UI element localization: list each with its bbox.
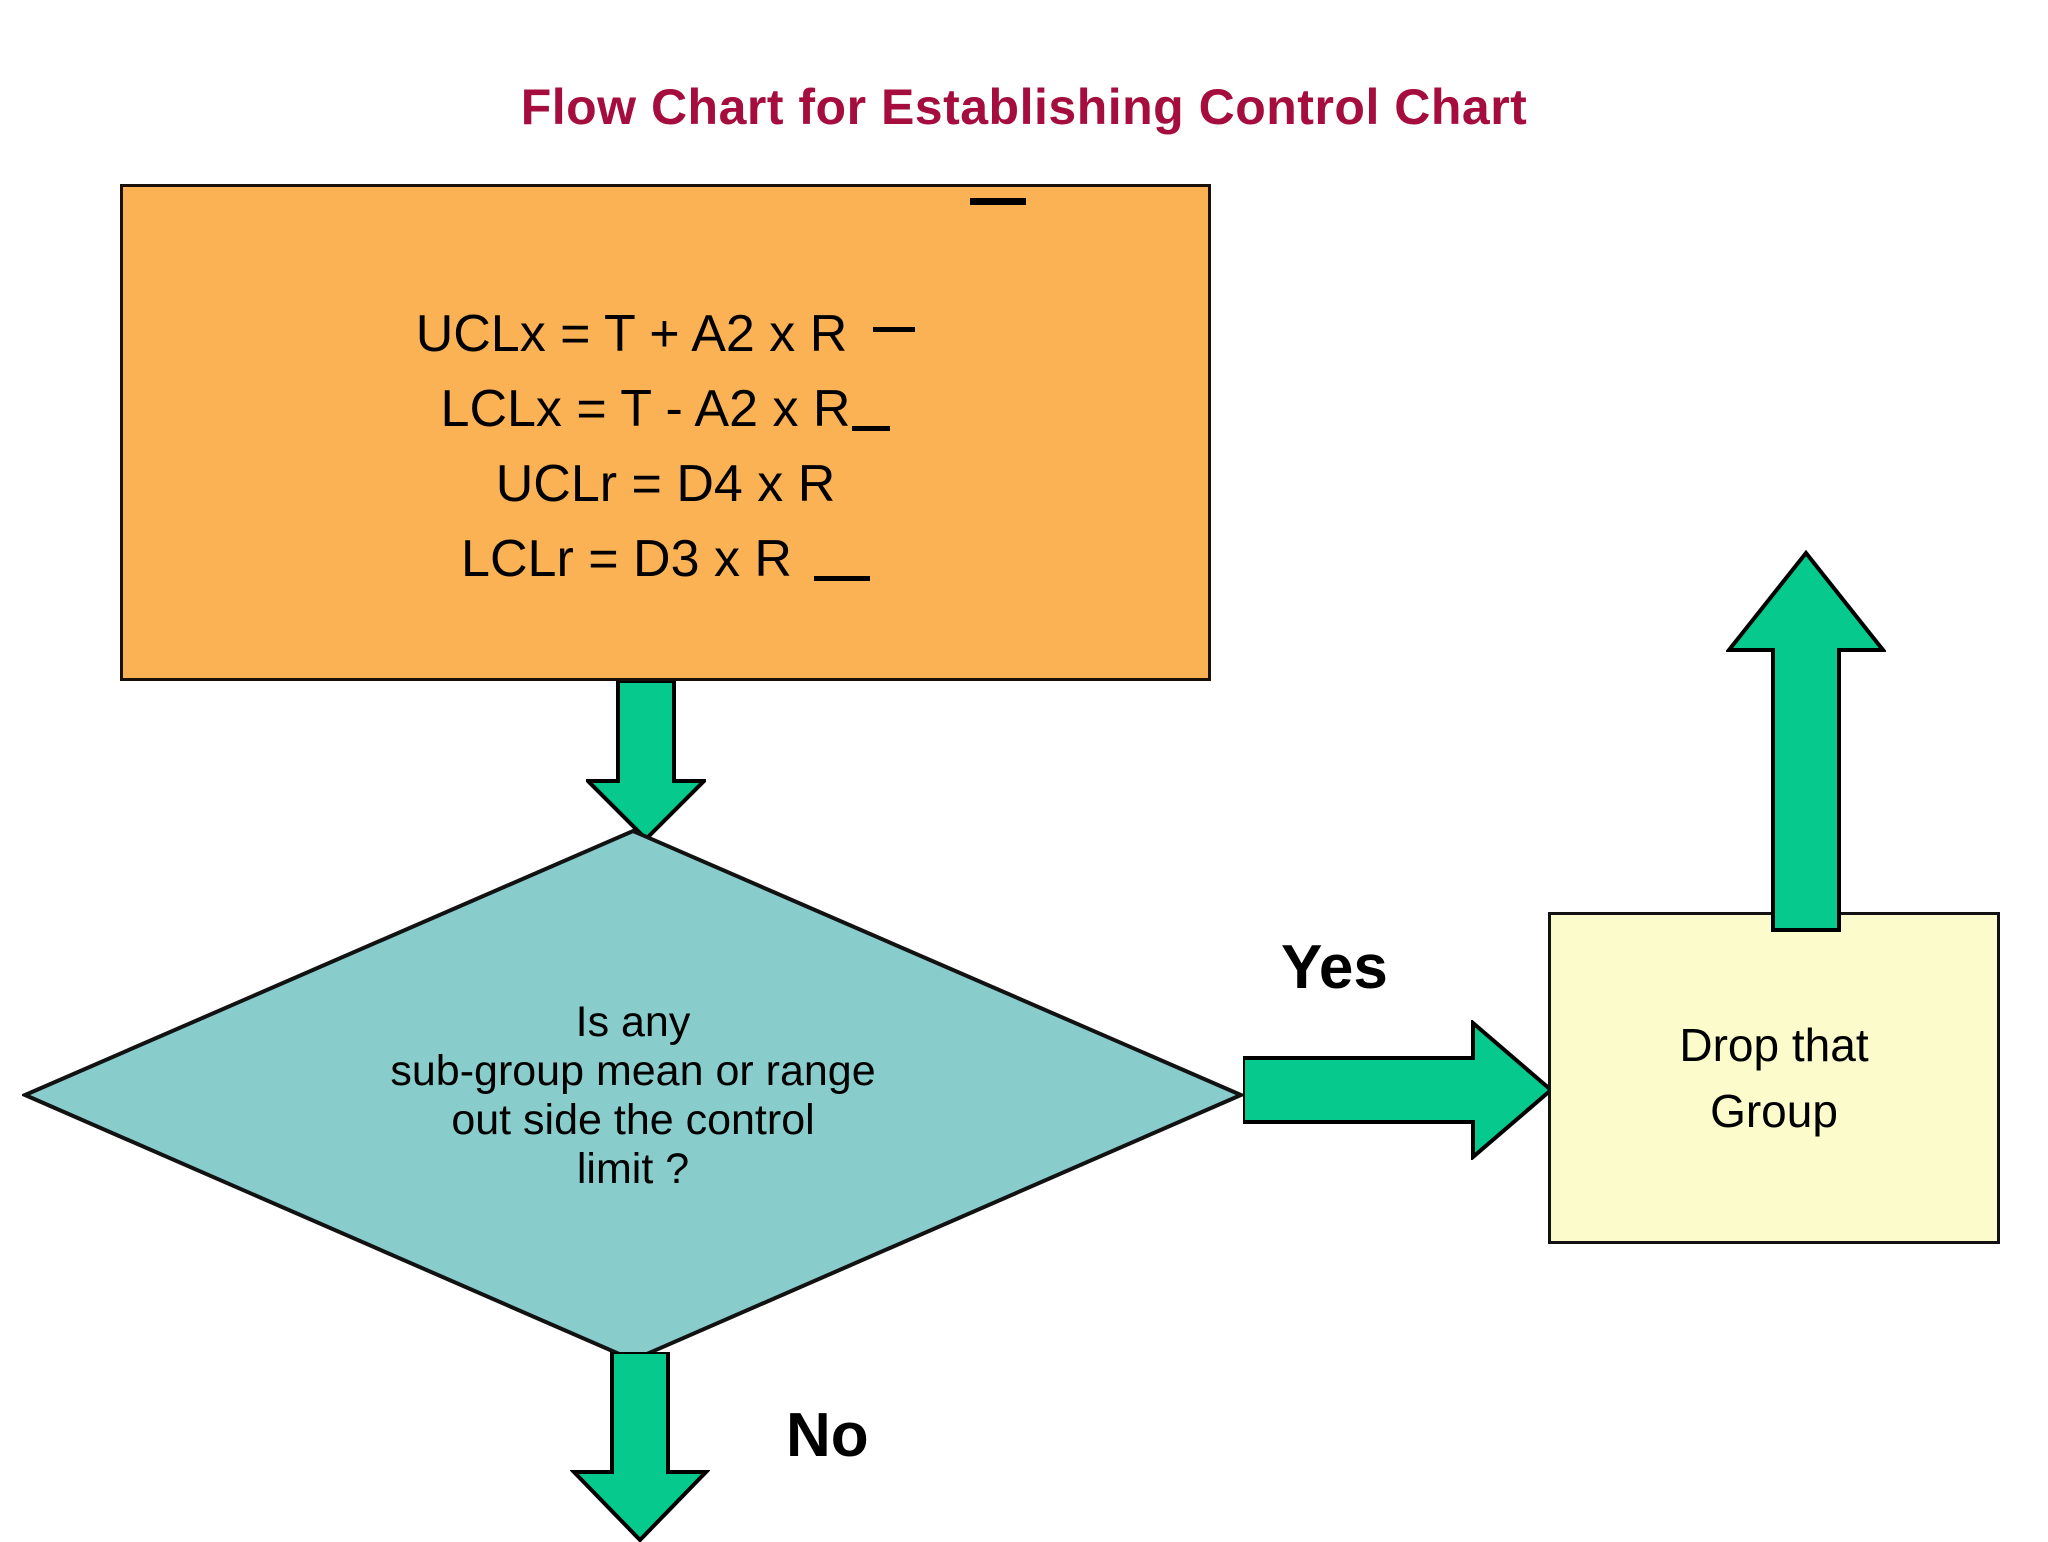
arrow-down-decision-no bbox=[570, 1352, 710, 1542]
process-line-2: Group bbox=[1710, 1085, 1838, 1137]
decision-line-2: sub-group mean or range bbox=[390, 1047, 876, 1095]
formula-line-uclr: UCLr = D4 x R bbox=[123, 447, 1208, 522]
formula-text-lclx: LCLx = T - A2 x R bbox=[440, 380, 851, 438]
arrow-right-decision-to-drop bbox=[1243, 1020, 1553, 1160]
formula-lines: UCLx = T + A2 x R LCLx = T - A2 x R UCLr… bbox=[123, 297, 1208, 597]
arrow-down-formula-to-decision bbox=[586, 681, 706, 841]
formula-line-lclr: LCLr = D3 x R bbox=[123, 522, 1208, 597]
overbar-icon bbox=[873, 326, 916, 332]
decision-line-3: out side the control bbox=[451, 1096, 815, 1144]
overbar-icon bbox=[852, 425, 891, 431]
branch-label-no: No bbox=[786, 1401, 869, 1470]
process-box-drop-group: Drop that Group bbox=[1548, 912, 2000, 1244]
decision-line-1: Is any bbox=[575, 998, 691, 1046]
formula-text-uclx: UCLx = T + A2 x R bbox=[415, 305, 848, 363]
overbar-icon bbox=[970, 198, 1026, 205]
process-line-1: Drop that bbox=[1679, 1019, 1869, 1071]
decision-line-4: limit ? bbox=[576, 1145, 690, 1193]
decision-diamond: Is any sub-group mean or range out side … bbox=[22, 828, 1244, 1363]
arrow-up-drop-to-top bbox=[1726, 550, 1886, 932]
formula-line-lclx: LCLx = T - A2 x R bbox=[123, 372, 1208, 447]
formula-box: UCLx = T + A2 x R LCLx = T - A2 x R UCLr… bbox=[120, 184, 1211, 681]
page-title: Flow Chart for Establishing Control Char… bbox=[520, 79, 1528, 135]
formula-line-uclx: UCLx = T + A2 x R bbox=[123, 297, 1208, 372]
overbar-icon bbox=[813, 575, 870, 581]
formula-text-uclr: UCLr = D4 x R bbox=[495, 455, 836, 513]
branch-label-yes: Yes bbox=[1281, 933, 1388, 1002]
decision-text: Is any sub-group mean or range out side … bbox=[22, 998, 1244, 1194]
formula-text-lclr: LCLr = D3 x R bbox=[461, 530, 792, 588]
